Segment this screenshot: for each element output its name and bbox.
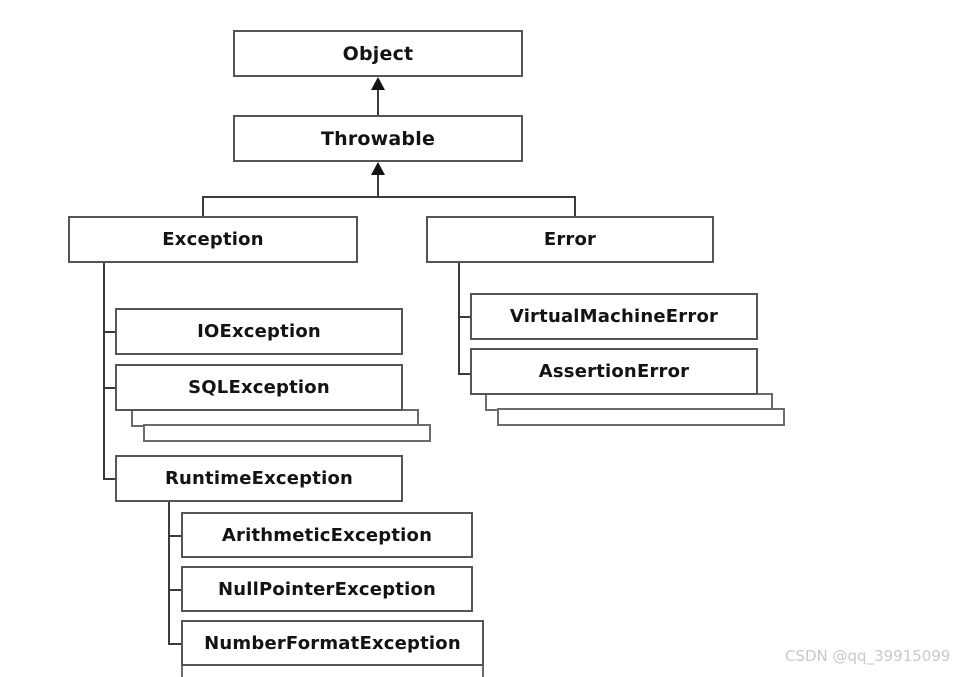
edge-exception-to-runtimeexception [103,478,117,480]
node-exception-label: Exception [162,229,264,250]
edge-exception-trunk [103,262,105,479]
edge-bus-drop-error [574,196,576,217]
node-error-label: Error [543,229,597,250]
edge-error-to-assertionerror [458,373,472,375]
edge-runtimeexception-trunk [168,502,170,644]
node-object-label: Object [342,42,414,65]
node-runtimeexception[interactable]: RuntimeException [115,455,403,502]
edge-error-to-virtualmachineerror [458,316,472,318]
edge-throwable-to-object-arrowhead [371,77,385,90]
edge-runtime-to-nullpointerexception [168,589,183,591]
node-nullpointerexception-label: NullPointerException [217,578,437,600]
node-error[interactable]: Error [426,216,714,263]
edge-throwable-split-bus [202,196,576,198]
edge-bus-drop-exception [202,196,204,217]
edge-exception-to-sqlexception [103,387,117,389]
node-runtimeexception-label: RuntimeException [164,468,354,489]
node-numberformatexception-label: NumberFormatException [204,632,461,654]
edge-error-trunk [458,262,460,375]
node-arithmeticexception[interactable]: ArithmeticException [181,512,473,558]
watermark-text: CSDN @qq_39915099 [785,647,951,665]
node-assertionerror[interactable]: AssertionError [470,348,758,395]
edge-subclasses-to-throwable-stem [377,174,379,197]
node-numberformatexception[interactable]: NumberFormatException [181,620,484,666]
edge-subclasses-to-throwable-arrowhead [371,162,385,175]
placeholder-box-error-more-2 [497,408,785,426]
node-throwable-label: Throwable [320,127,436,150]
placeholder-box-exception-more-2 [143,424,431,442]
node-virtualmachineerror[interactable]: VirtualMachineError [470,293,758,340]
edge-runtime-to-arithmeticexception [168,535,183,537]
node-arithmeticexception-label: ArithmeticException [221,524,433,546]
node-exception[interactable]: Exception [68,216,358,263]
node-sqlexception-label: SQLException [188,377,330,398]
node-object[interactable]: Object [233,30,523,77]
edge-throwable-to-object-stem [377,89,379,115]
node-ioexception[interactable]: IOException [115,308,403,355]
edge-exception-to-ioexception [103,331,117,333]
node-nullpointerexception[interactable]: NullPointerException [181,566,473,612]
edge-runtime-to-numberformatexception [168,643,183,645]
node-ioexception-label: IOException [197,321,321,342]
node-sqlexception[interactable]: SQLException [115,364,403,411]
node-throwable[interactable]: Throwable [233,115,523,162]
node-assertionerror-label: AssertionError [538,361,690,382]
node-virtualmachineerror-label: VirtualMachineError [509,306,719,327]
